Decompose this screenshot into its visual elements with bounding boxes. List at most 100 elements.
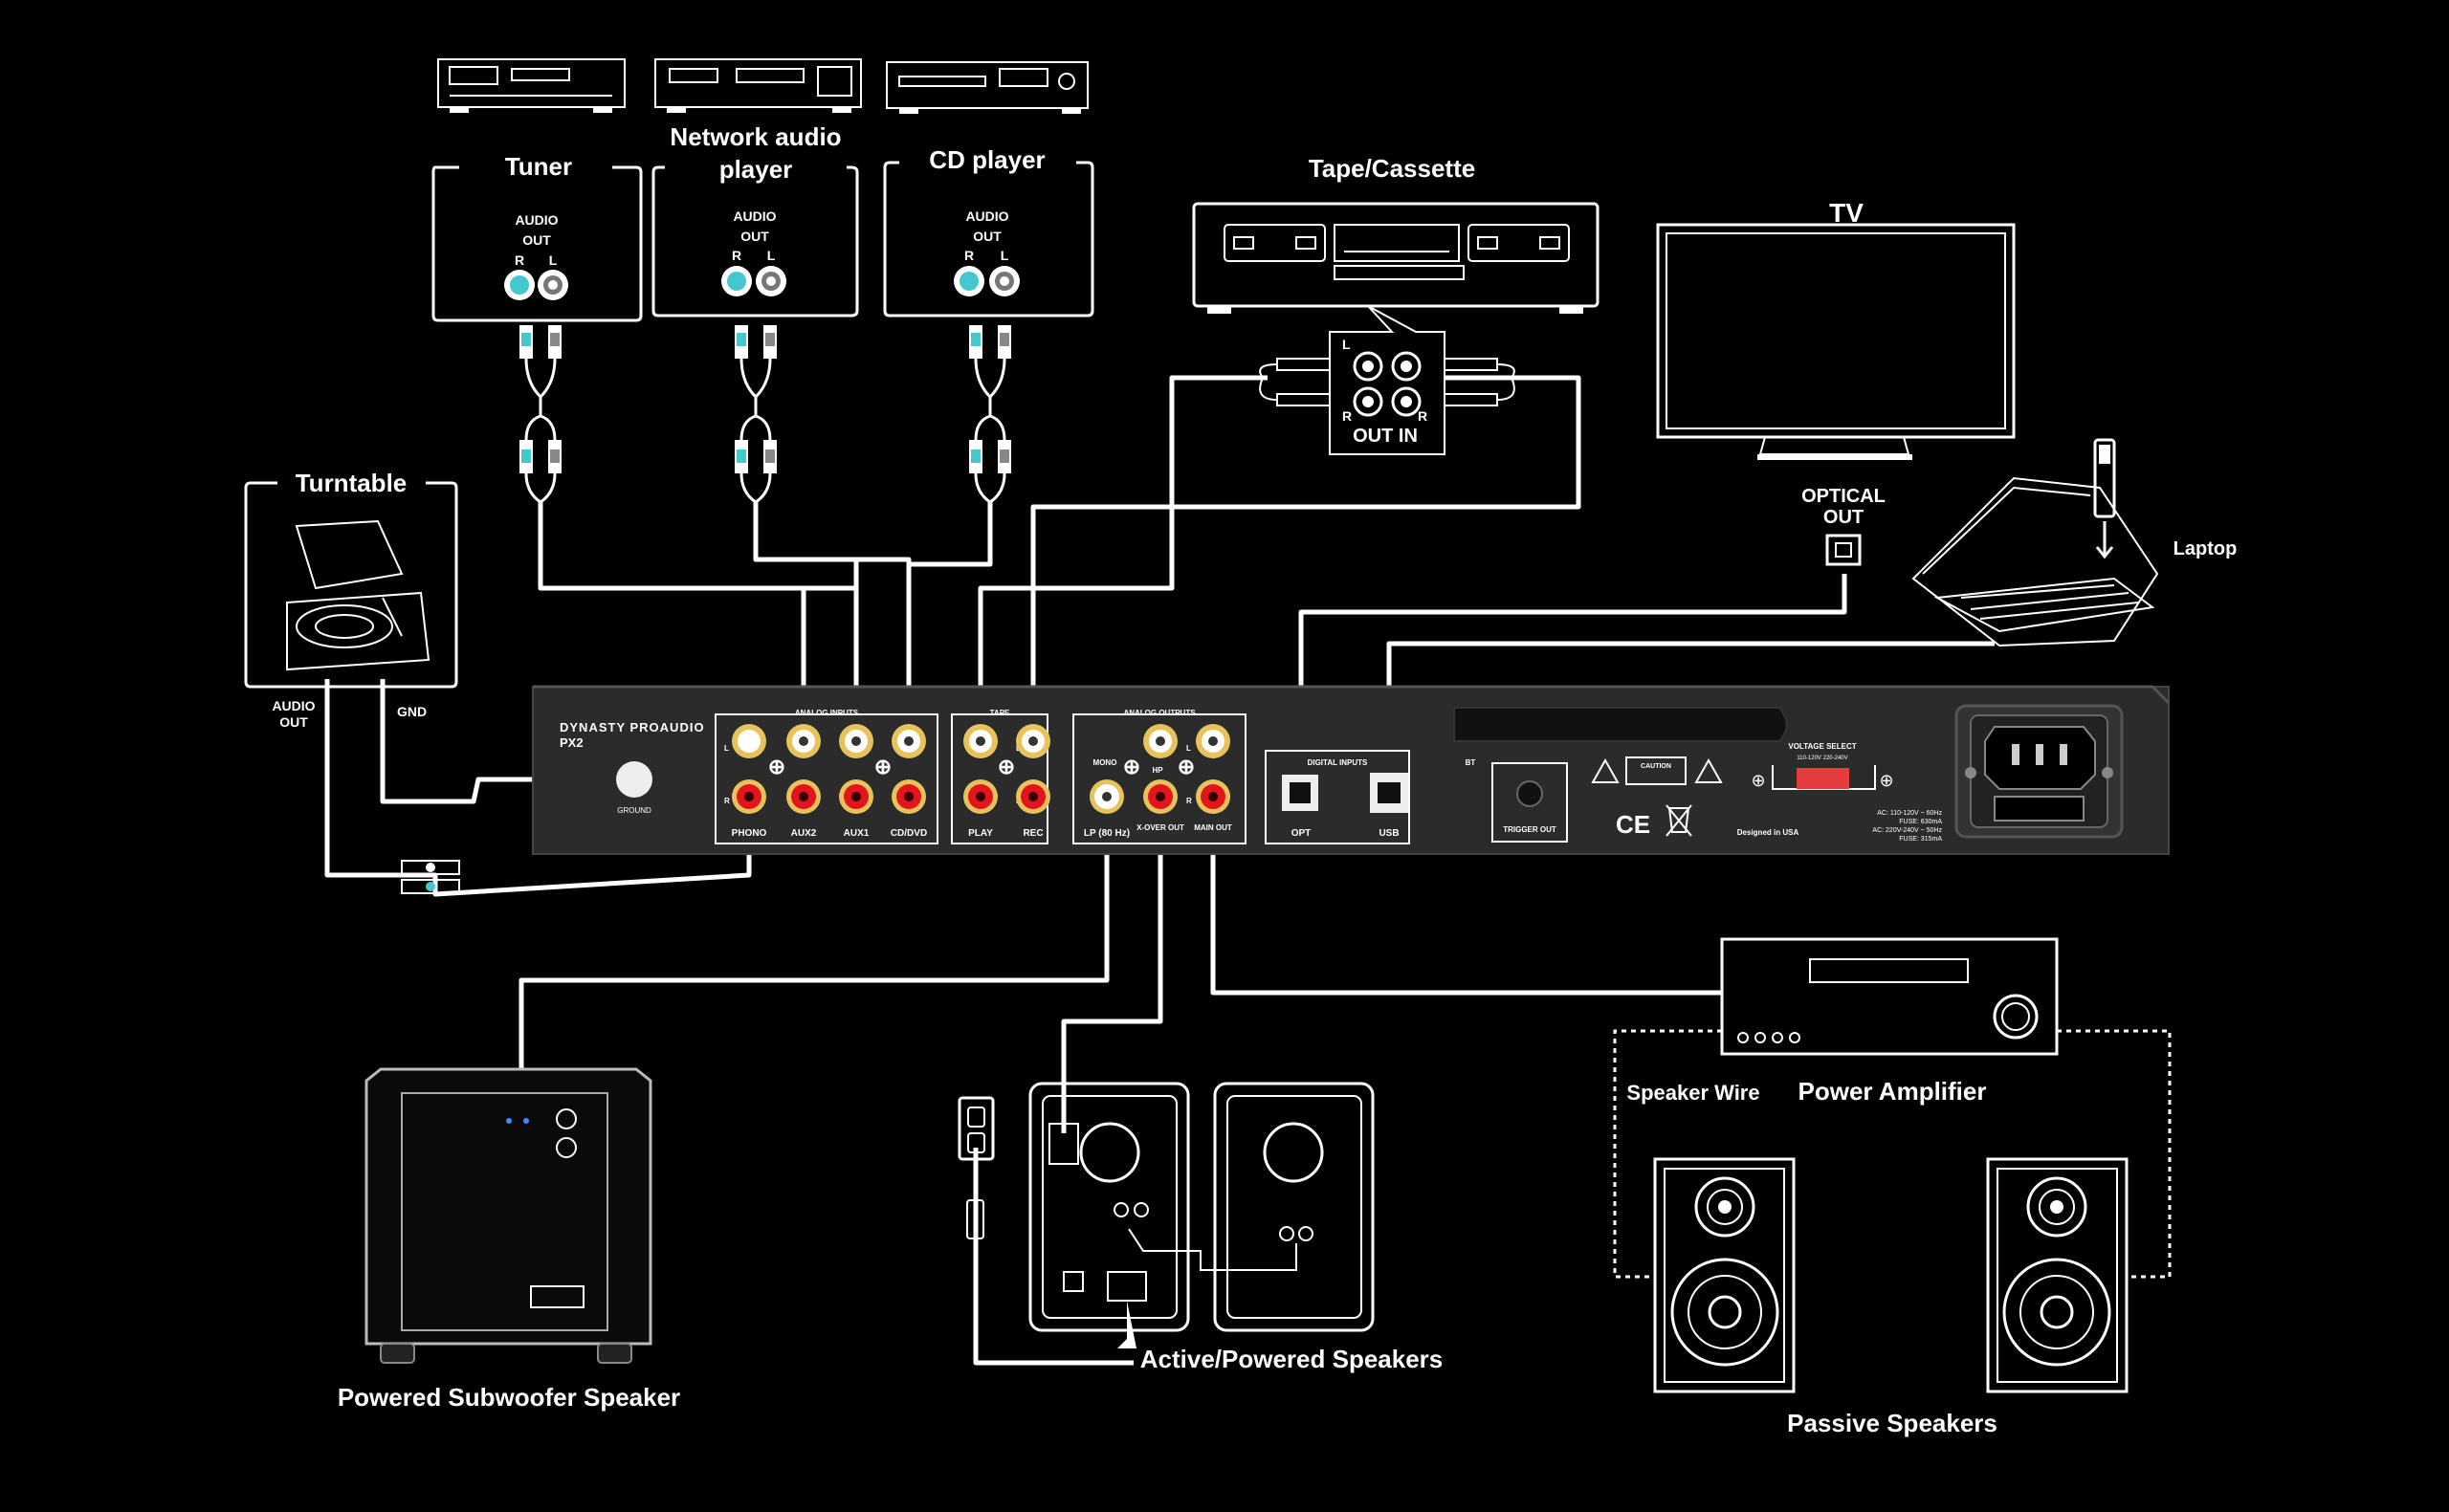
designed-label: Designed in USA (1737, 828, 1799, 837)
voltage-switch[interactable] (1797, 768, 1849, 789)
turntable-panel: Turntable AUDIO OUT GND (244, 469, 460, 894)
tv-optical-out-label: OUT (1823, 507, 1864, 528)
svg-text:⊕: ⊕ (768, 755, 785, 778)
tuner-audio-label: AUDIO (515, 212, 558, 228)
ce-mark: CE (1616, 810, 1650, 839)
turntable-title: Turntable (296, 469, 408, 497)
wall-outlet-icon (958, 1096, 995, 1239)
tv-title: TV (1829, 198, 1864, 228)
svg-text:⊕: ⊕ (1751, 771, 1765, 790)
mono-label: MONO (1093, 758, 1117, 767)
cd-player-title: CD player (929, 145, 1045, 174)
inputs-r-label: R (724, 797, 730, 805)
caution-area: CAUTION CE Designed in USA (1591, 756, 1799, 839)
tape-out-in-label: OUT IN (1353, 426, 1418, 447)
turntable-out-label: OUT (279, 714, 308, 730)
tape-r1-label: R (1342, 408, 1352, 424)
analog-inputs-label: ANALOG INPUTS (795, 709, 859, 717)
speaker-wire-label: Speaker Wire (1626, 1081, 1759, 1105)
jack-label-play: PLAY (968, 828, 993, 839)
trigger-out-label: TRIGGER OUT (1503, 825, 1556, 834)
tuner-l-label: L (549, 252, 558, 268)
ac-spec-4: FUSE: 315mA (1899, 836, 1942, 843)
power-inlet[interactable] (1954, 704, 2124, 839)
jack-label-main: MAIN OUT (1194, 823, 1232, 832)
cd-player-r-label: R (964, 248, 974, 263)
hp-label: HP (1152, 766, 1163, 775)
laptop-title: Laptop (2173, 538, 2238, 559)
rca-jacks: ⊕ ⊕ ⊕ ⊕ ⊕ (732, 724, 1230, 814)
tv-optical-label: OPTICAL (1801, 486, 1886, 507)
passive-speakers-label: Passive Speakers (1787, 1409, 1997, 1437)
network-player-l-label: L (767, 248, 776, 263)
tuner-title: Tuner (505, 152, 572, 181)
tuner-panel: Tuner AUDIO OUT R L (431, 152, 643, 322)
active-speakers-label: Active/Powered Speakers (1140, 1345, 1444, 1373)
cd-player-out-label: OUT (973, 229, 1002, 244)
outputs-l-label: L (1186, 744, 1191, 753)
network-player-panel: Network audio player AUDIO OUT R L (651, 122, 859, 318)
network-player-title-2: player (719, 155, 793, 184)
bt-antenna (1453, 707, 1788, 742)
network-player-out-label: OUT (740, 229, 769, 244)
voltage-options-label: 110-120V 220-240V (1797, 756, 1847, 761)
tape-r2-label: R (1418, 408, 1427, 424)
turntable-gnd-label: GND (397, 704, 427, 719)
cd-player-panel: CD player AUDIO OUT R L (883, 145, 1094, 318)
phono-cable-plug (401, 860, 460, 894)
ac-spec-2: FUSE: 630mA (1899, 819, 1942, 825)
px2-brand: DYNASTY PROAUDIO (560, 720, 705, 734)
digital-inputs-label: DIGITAL INPUTS (1308, 758, 1368, 767)
jack-label-cd-dvd: CD/DVD (891, 828, 927, 839)
tuner-device-icon (437, 58, 626, 113)
jack-label-aux2: AUX2 (791, 828, 817, 839)
network-player-r-label: R (732, 248, 741, 263)
subwoofer: Powered Subwoofer Speaker (338, 1067, 680, 1412)
cd-device-icon (886, 61, 1089, 114)
ac-spec-1: AC: 110-120V ~ 60Hz (1877, 810, 1942, 817)
px2-model: PX2 (560, 735, 584, 750)
tuner-r-label: R (515, 252, 524, 268)
jack-label-rec: REC (1023, 828, 1043, 839)
jack-label-xover: X-OVER OUT (1136, 823, 1184, 832)
svg-text:⊕: ⊕ (1123, 755, 1140, 778)
tape-deck: Tape/Cassette L R R OUT IN (1192, 154, 1600, 455)
tuner-out-label: OUT (522, 232, 551, 248)
weee-icon (1666, 804, 1692, 837)
tape-title: Tape/Cassette (1309, 154, 1475, 183)
svg-text:⊕: ⊕ (1879, 771, 1893, 790)
outputs-r-label: R (1186, 797, 1192, 805)
svg-text:⊕: ⊕ (1178, 755, 1195, 778)
jack-label-lp: LP (80 Hz) (1084, 828, 1130, 839)
network-player-title-1: Network audio (670, 122, 841, 151)
optical-port-icon (1825, 534, 1862, 566)
active-speakers: Active/Powered Speakers (1028, 1082, 1444, 1373)
usb-label: USB (1379, 828, 1399, 839)
jack-label-aux1: AUX1 (844, 828, 870, 839)
power-amplifier: Power Amplifier Speaker Wire (1613, 937, 2172, 1279)
opt-label: OPT (1291, 828, 1312, 839)
source-rca-cables (519, 325, 1011, 504)
svg-text:⊕: ⊕ (998, 755, 1015, 778)
cd-player-l-label: L (1001, 248, 1009, 263)
tape-cable-plugs (1259, 358, 1515, 406)
caution-label: CAUTION (1641, 763, 1671, 770)
ground-terminal[interactable] (616, 761, 652, 798)
inputs-l-label: L (724, 744, 729, 753)
px2-amplifier: DYNASTY PROAUDIO PX2 GROUND ANALOG INPUT… (532, 685, 2171, 855)
analog-outputs-label: ANALOG OUTPUTS (1123, 709, 1196, 717)
turntable-icon (286, 519, 430, 671)
network-player-device-icon (654, 58, 862, 113)
svg-text:⊕: ⊕ (874, 755, 892, 778)
laptop: Laptop (1911, 438, 2238, 647)
voltage-select: VOLTAGE SELECT 110-120V 220-240V ⊕ ⊕ AC:… (1751, 742, 1942, 843)
passive-speaker-right (1986, 1157, 2129, 1393)
bt-label: BT (1466, 758, 1476, 767)
subwoofer-label: Powered Subwoofer Speaker (338, 1383, 680, 1412)
tape-section-label: TAPE (990, 709, 1010, 717)
network-player-audio-label: AUDIO (733, 208, 776, 224)
tape-l-label: L (1342, 337, 1351, 352)
tv: TV OPTICAL OUT (1656, 198, 2016, 566)
ground-label: GROUND (617, 806, 651, 815)
cd-player-audio-label: AUDIO (965, 208, 1008, 224)
